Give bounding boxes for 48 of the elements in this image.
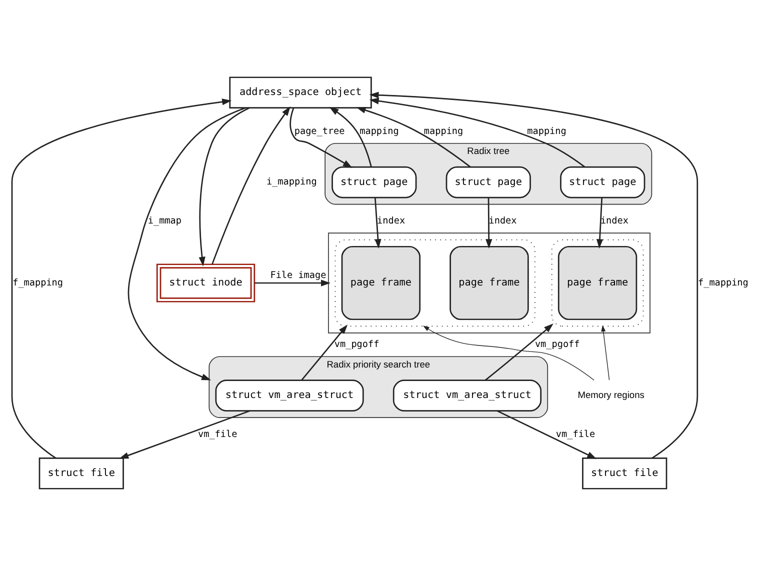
edge-label: page_tree — [294, 126, 345, 137]
node-box: struct vm_area_struct — [392, 380, 542, 412]
node-box: struct file — [38, 457, 124, 490]
edge-label: vm_file — [198, 428, 238, 440]
edge-label: i_mmap — [148, 216, 182, 227]
node-text: Memory regions — [578, 390, 644, 400]
arrow — [596, 198, 604, 249]
node-box: struct page — [332, 166, 417, 198]
arrow — [198, 107, 250, 266]
edge-label: vm_file — [556, 428, 596, 440]
arrow — [496, 410, 597, 459]
arrow — [356, 106, 471, 168]
edge-label: File image — [270, 270, 326, 281]
arrow — [486, 198, 492, 249]
arrow — [369, 92, 698, 459]
arrow — [11, 98, 232, 459]
edge-label: i_mapping — [266, 176, 317, 188]
edge-label: vm_pgoff — [334, 339, 380, 350]
node-box: struct page — [446, 166, 531, 198]
edge-label: vm_pgoff — [534, 339, 580, 350]
node-box: struct page — [560, 166, 646, 198]
node-box: struct file — [582, 457, 668, 490]
arrow — [212, 106, 290, 265]
arrow — [374, 198, 382, 249]
arrow — [601, 325, 610, 380]
edge-label: index — [600, 216, 628, 227]
edge-label: f_mapping — [698, 277, 748, 288]
arrow — [422, 326, 594, 381]
edge-label: index — [377, 216, 406, 227]
node-box: page frame — [450, 246, 529, 320]
node-box: address_space object — [229, 76, 372, 109]
edge-label: mapping — [424, 126, 464, 137]
arrow — [301, 324, 348, 381]
edge-label: index — [488, 216, 517, 227]
edge-label: f_mapping — [12, 277, 63, 288]
edge-label: mapping — [360, 126, 399, 137]
node-box: page frame — [558, 246, 638, 320]
node-box: struct vm_area_struct — [215, 380, 364, 412]
arrow — [369, 98, 586, 168]
arrow — [484, 324, 554, 381]
arrow — [254, 280, 331, 286]
edge-label: mapping — [527, 126, 566, 137]
arrow — [128, 107, 246, 380]
arrow — [119, 410, 250, 459]
node-box: struct inode — [156, 264, 256, 302]
arrow — [290, 108, 352, 168]
arrow — [329, 106, 372, 167]
node-box: page frame — [341, 246, 421, 320]
